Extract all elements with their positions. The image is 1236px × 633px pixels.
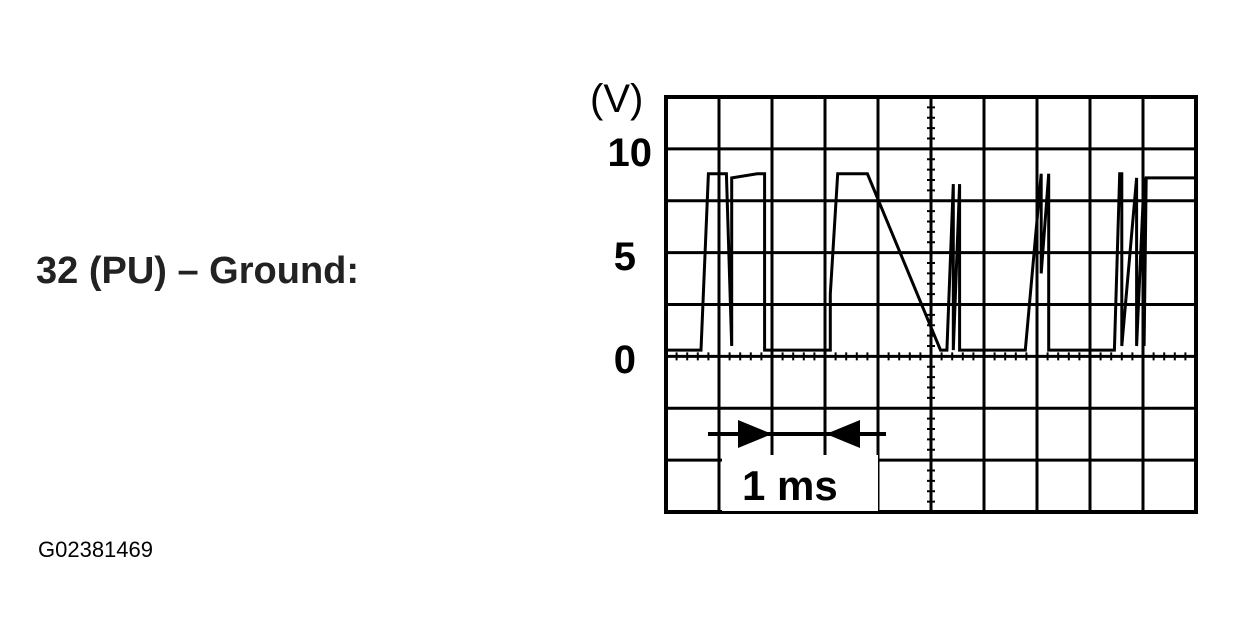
time-scale-label: 1 ms [742, 462, 838, 509]
scope-center-axes [665, 96, 1197, 513]
time-scale-marker: 1 ms [708, 420, 886, 511]
signal-trace [666, 172, 1196, 352]
time-scale-box [722, 455, 878, 511]
right-arrow-icon [738, 420, 772, 448]
scope-grid [664, 95, 1198, 514]
y-unit-label: (V) [590, 77, 643, 121]
y-tick-label-0: 0 [614, 338, 636, 382]
figure-id: G02381469 [38, 537, 153, 562]
measurement-label: 32 (PU) – Ground: [36, 250, 360, 292]
y-tick-label-5: 5 [614, 235, 636, 279]
left-arrow-icon [826, 420, 860, 448]
y-tick-label-10: 10 [608, 131, 653, 175]
